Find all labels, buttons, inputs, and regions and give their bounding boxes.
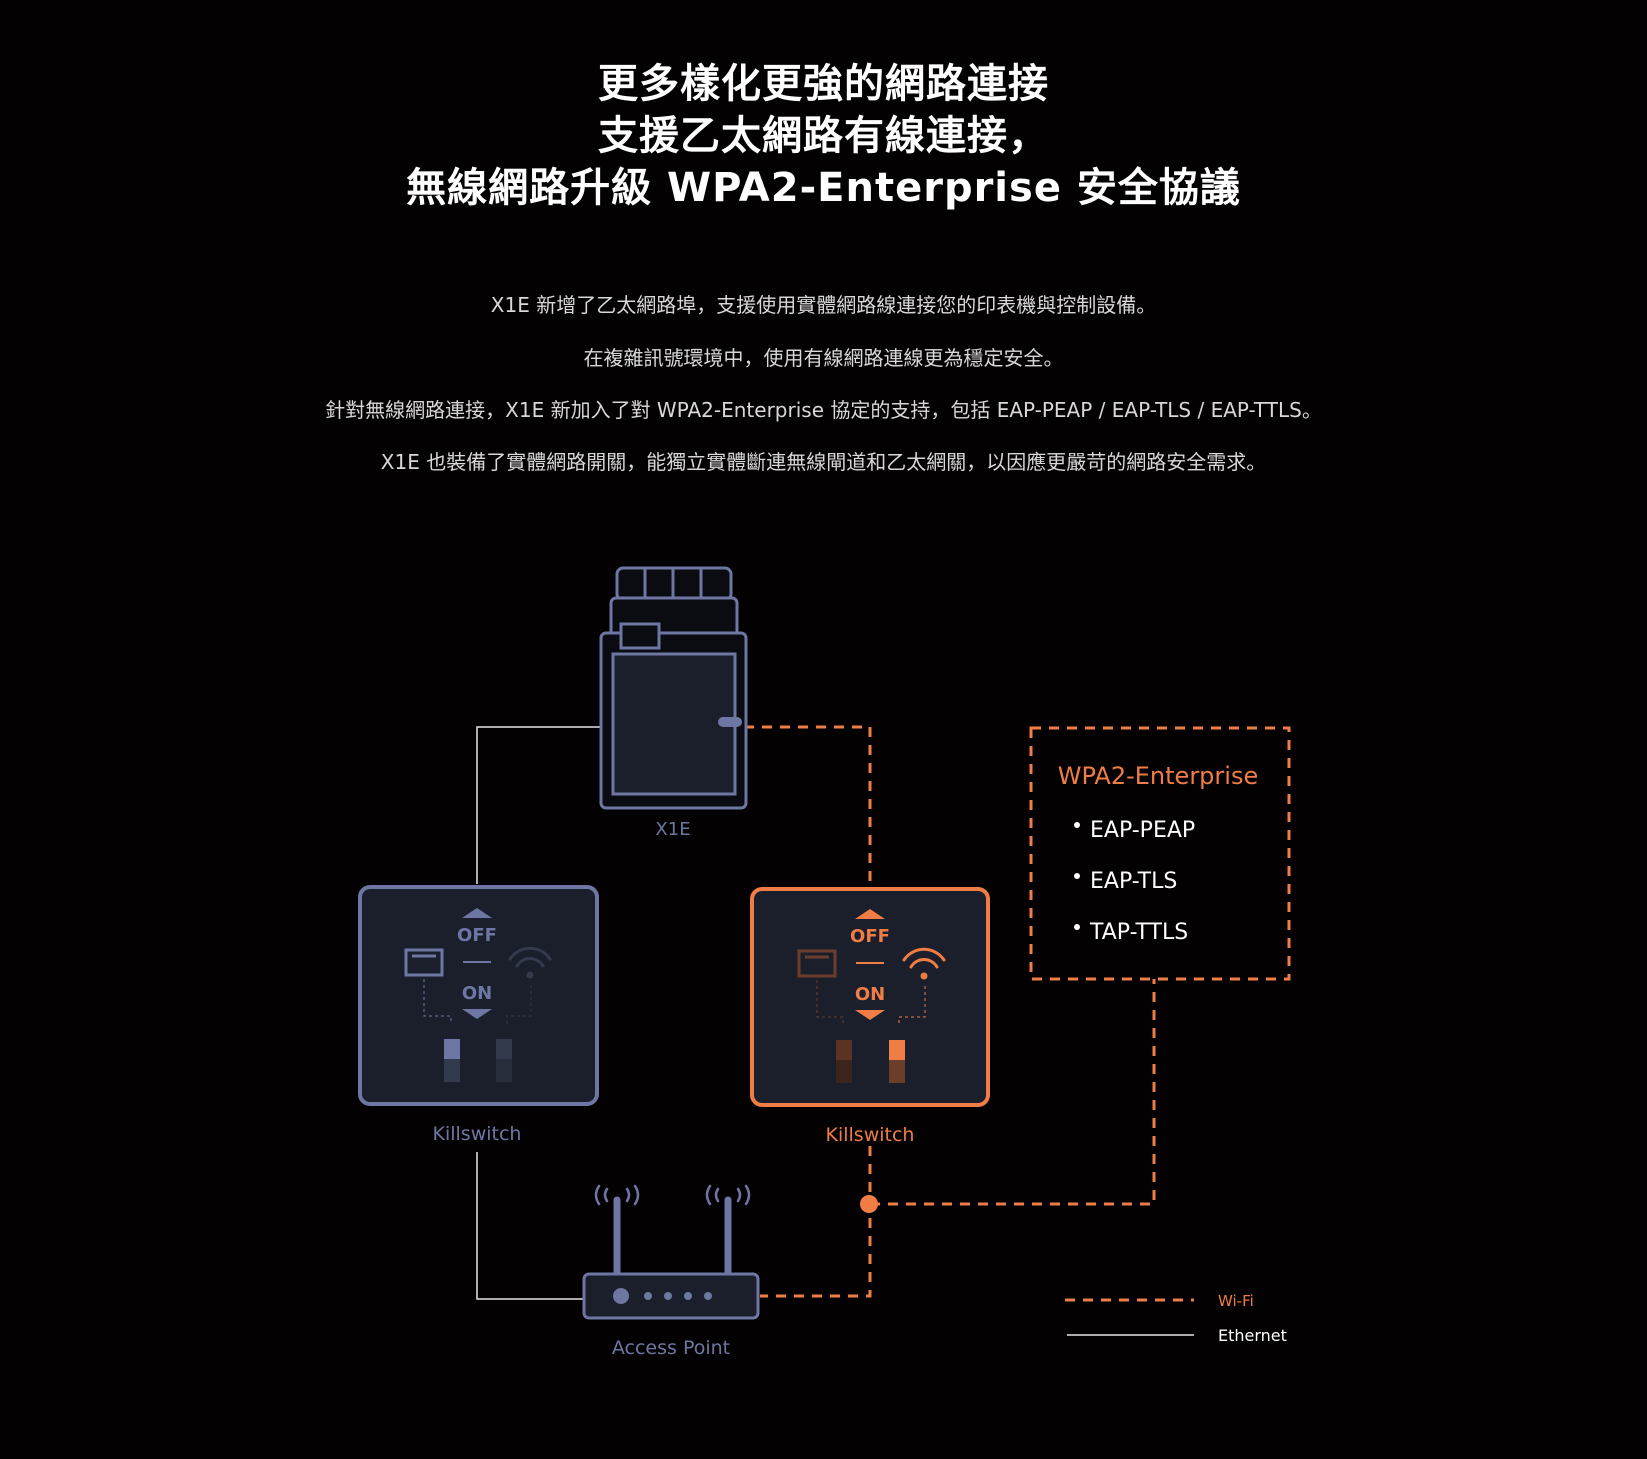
wifi-line-printer-to-killswitch: [744, 725, 872, 885]
access-point: [582, 1184, 760, 1320]
signal-wave-icons: [594, 1184, 751, 1206]
wifi-icon: [508, 946, 552, 979]
wifi-line-to-security-box: [870, 979, 1156, 1206]
printer-label: X1E: [655, 819, 690, 840]
security-box-title: WPA2-Enterprise: [1058, 762, 1258, 790]
ethernet-line-killswitch-to-ap: [476, 1152, 584, 1300]
down-arrow-icon: [462, 1009, 492, 1019]
status-light-icon: [613, 1288, 629, 1304]
killswitch-left-on: ON: [462, 983, 492, 1004]
wifi-line-killswitch-to-ap: [760, 1146, 872, 1298]
security-box-border: [1029, 726, 1291, 981]
printer-x1e: [599, 566, 748, 810]
ethernet-line-printer-to-killswitch: [476, 726, 601, 884]
killswitch-right: OFF ON: [750, 887, 990, 1107]
legend-ethernet-label: Ethernet: [1218, 1326, 1287, 1345]
description-line-3: 針對無線網路連接，X1E 新加入了對 WPA2-Enterprise 協定的支持…: [325, 398, 1322, 422]
killswitch-right-off: OFF: [850, 926, 890, 947]
printer-screen: [619, 622, 661, 650]
killswitch-left-panel: [358, 885, 599, 1106]
ethernet-port-icon: [404, 948, 444, 977]
headline: 更多樣化更強的網路連接 支援乙太網路有線連接， 無線網路升級 WPA2-Ente…: [0, 58, 1647, 214]
bullet-icon: [1074, 873, 1080, 879]
ethernet-connection-lines: [476, 726, 601, 1300]
killswitch-right-label: Killswitch: [826, 1124, 915, 1146]
access-point-label: Access Point: [612, 1337, 730, 1359]
security-protocol-list: EAP-PEAP EAP-TLS TAP-TTLS: [1074, 818, 1195, 945]
wifi-icon: [902, 947, 946, 980]
killswitch-left-label: Killswitch: [433, 1123, 522, 1145]
headline-line-1: 更多樣化更強的網路連接: [598, 61, 1049, 107]
description-line-4: X1E 也裝備了實體網路開關，能獨立實體斷連無線閘道和乙太網關，以因應更嚴苛的網…: [380, 450, 1267, 474]
description-line-1: X1E 新增了乙太網路埠，支援使用實體網路線連接您的印表機與控制設備。: [490, 293, 1157, 317]
ethernet-port-icon: [797, 949, 837, 978]
legend: Wi-Fi Ethernet: [1065, 1292, 1287, 1345]
bullet-icon: [1074, 924, 1080, 930]
headline-line-2: 支援乙太網路有線連接，: [598, 113, 1049, 159]
security-item-1: EAP-PEAP: [1090, 818, 1195, 843]
up-arrow-icon: [855, 909, 885, 919]
killswitch-right-on: ON: [855, 984, 885, 1005]
down-arrow-icon: [855, 1010, 885, 1020]
printer-door: [611, 652, 737, 796]
killswitch-left: OFF ON: [358, 885, 599, 1106]
legend-wifi-label: Wi-Fi: [1218, 1292, 1254, 1310]
security-item-3: TAP-TTLS: [1089, 920, 1188, 945]
description-line-2: 在複雜訊號環境中，使用有線網路連線更為穩定安全。: [583, 346, 1064, 370]
bullet-icon: [1074, 822, 1080, 828]
killswitch-right-panel: [750, 887, 990, 1107]
security-item-2: EAP-TLS: [1090, 869, 1177, 894]
wifi-connection-lines: [744, 725, 1291, 1298]
junction-dot: [860, 1195, 878, 1213]
killswitch-left-off: OFF: [457, 925, 497, 946]
up-arrow-icon: [462, 908, 492, 918]
headline-line-3: 無線網路升級 WPA2-Enterprise 安全協議: [406, 165, 1241, 211]
printer-handle: [718, 717, 742, 727]
